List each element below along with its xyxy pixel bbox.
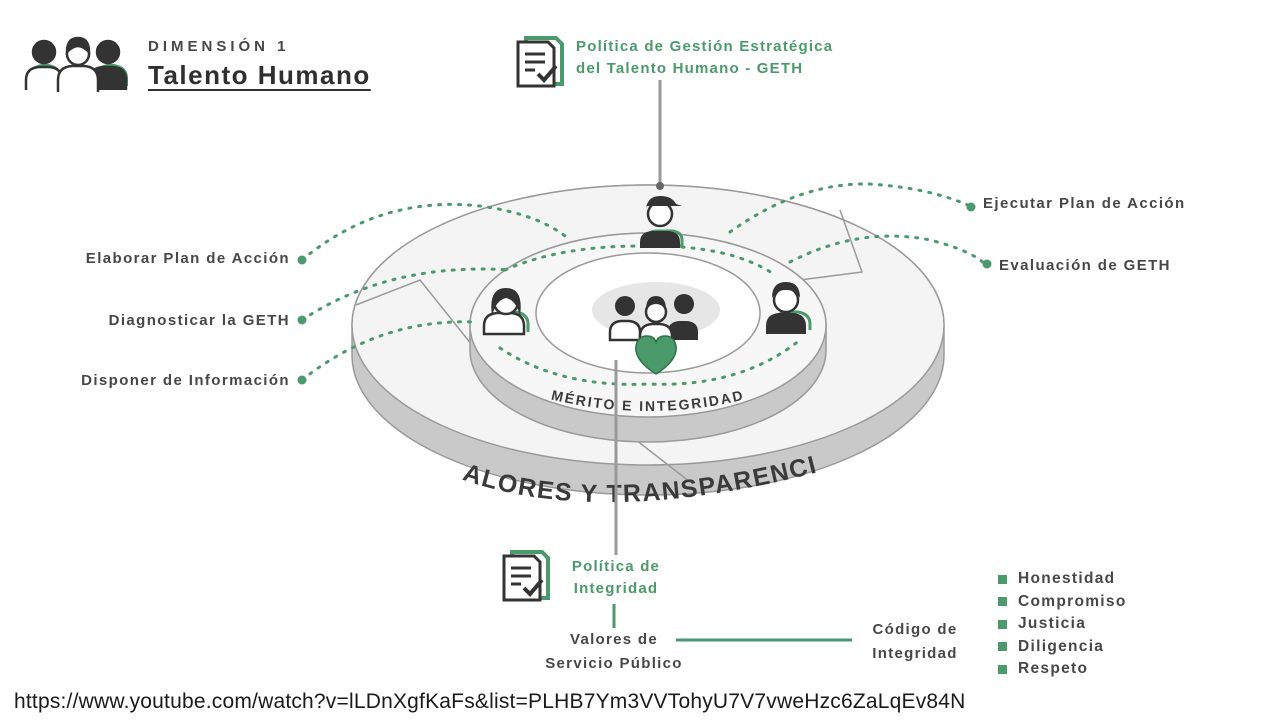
checklist-document-icon [516, 36, 564, 88]
people-group-icon [24, 36, 128, 92]
person-left-icon [482, 288, 530, 336]
center-group-icon [608, 294, 698, 346]
policy-integridad-label: Política de Integridad [571, 558, 661, 597]
checklist-document-icon [502, 550, 550, 602]
person-right-icon [766, 282, 812, 334]
policy-geth-label: Política de Gestión Estratégica del Tale… [576, 38, 834, 77]
list-item: Diligencia [998, 636, 1127, 659]
heart-icon [635, 335, 677, 375]
source-url: https://www.youtube.com/watch?v=lLDnXgfK… [14, 690, 966, 713]
dimension-kicker: DIMENSIÓN 1 [148, 38, 290, 55]
step-diagnosticar: Diagnosticar la GETH [108, 312, 290, 329]
list-item: Justicia [998, 613, 1127, 636]
step-ejecutar-plan: Ejecutar Plan de Acción [983, 195, 1186, 212]
valores-servicio-label: Valores de Servicio Público [545, 631, 683, 672]
list-item: Honestidad [998, 568, 1127, 591]
step-evaluacion: Evaluación de GETH [999, 257, 1171, 274]
step-elaborar-plan: Elaborar Plan de Acción [85, 250, 290, 267]
step-disponer-informacion: Disponer de Información [81, 372, 290, 389]
codigo-integridad-label: Código de Integridad [872, 621, 958, 662]
list-item: Respeto [998, 658, 1127, 681]
person-top-icon [640, 196, 684, 248]
list-item: Compromiso [998, 591, 1127, 614]
values-list: Honestidad Compromiso Justicia Diligenci… [998, 568, 1127, 681]
dimension-title: Talento Humano [148, 60, 371, 90]
